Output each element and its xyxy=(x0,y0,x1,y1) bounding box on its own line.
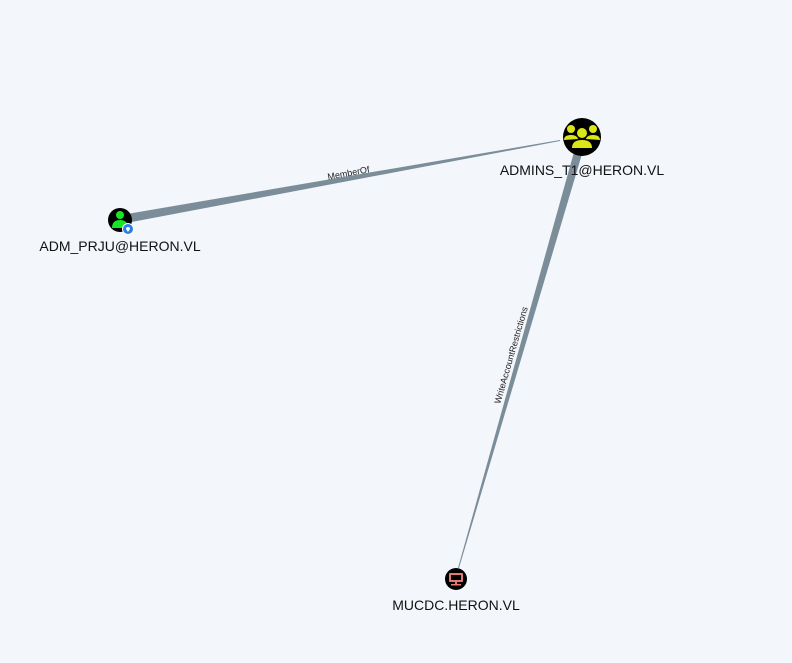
group-icon xyxy=(564,125,600,148)
owned-marker-icon xyxy=(122,223,134,235)
computer-icon xyxy=(449,573,463,586)
node-mucdc[interactable]: MUCDC.HERON.VL xyxy=(392,568,520,613)
node-label: ADM_PRJU@HERON.VL xyxy=(39,238,200,254)
node-adm-prju[interactable]: ADM_PRJU@HERON.VL xyxy=(39,208,201,254)
edge-writeaccountrestrictions[interactable]: WriteAccountRestrictions xyxy=(458,152,582,568)
node-label: ADMINS_T1@HERON.VL xyxy=(500,162,665,178)
edge-memberof[interactable]: MemberOf xyxy=(121,140,560,224)
node-admins-t1[interactable]: ADMINS_T1@HERON.VL xyxy=(500,118,665,178)
node-label: MUCDC.HERON.VL xyxy=(392,597,520,613)
